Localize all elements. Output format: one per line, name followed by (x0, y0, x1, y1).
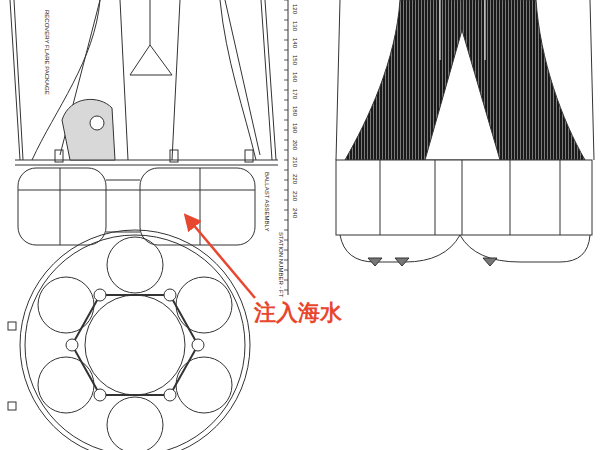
ruler-tick (284, 210, 288, 211)
station-number: 210 (292, 157, 298, 167)
ruler-tick (284, 10, 288, 11)
ruler-tick (284, 180, 288, 181)
station-number: 220 (292, 174, 298, 184)
station-number: 230 (292, 191, 298, 201)
ruler-tick (284, 60, 288, 61)
ruler-tick (284, 160, 288, 161)
station-number: 130 (292, 21, 298, 31)
station-number: 190 (292, 123, 298, 133)
ruler-tick (284, 30, 288, 31)
ruler-tick (284, 0, 288, 1)
ruler-tick (284, 240, 288, 241)
axis-title: STATION NUMBER - FT (278, 232, 284, 297)
ruler-tick (284, 250, 288, 251)
part-name: BALLAST ASSEMBLY (264, 172, 270, 231)
ruler-tick (284, 70, 288, 71)
station-number: 240 (292, 208, 298, 218)
station-number: 170 (292, 89, 298, 99)
ruler-tick (284, 280, 288, 281)
ruler-tick (284, 100, 288, 101)
ruler-tick (284, 270, 288, 271)
ruler-tick (284, 200, 288, 201)
ruler-tick (284, 110, 288, 111)
ruler-tick (284, 140, 288, 141)
ruler-tick (284, 290, 288, 291)
ruler-tick (284, 190, 288, 191)
station-number: 200 (292, 140, 298, 150)
ruler-tick (284, 90, 288, 91)
callout-note: 注入海水 (254, 302, 342, 324)
ruler-tick (284, 120, 288, 121)
station-number: 140 (292, 38, 298, 48)
ruler-tick (284, 230, 288, 231)
station-number: 160 (292, 72, 298, 82)
station-number: 120 (292, 4, 298, 14)
station-number: 150 (292, 55, 298, 65)
ruler-tick (284, 150, 288, 151)
station-number: 180 (292, 106, 298, 116)
ruler-tick (284, 80, 288, 81)
ruler-tick (284, 260, 288, 261)
part-name: RECOVERY FLARE PACKAGE (44, 10, 50, 95)
ruler-tick (284, 50, 288, 51)
ruler-tick (284, 20, 288, 21)
ruler-tick (284, 130, 288, 131)
ruler-tick (284, 220, 288, 221)
ruler-tick (284, 170, 288, 171)
ruler-tick (284, 40, 288, 41)
